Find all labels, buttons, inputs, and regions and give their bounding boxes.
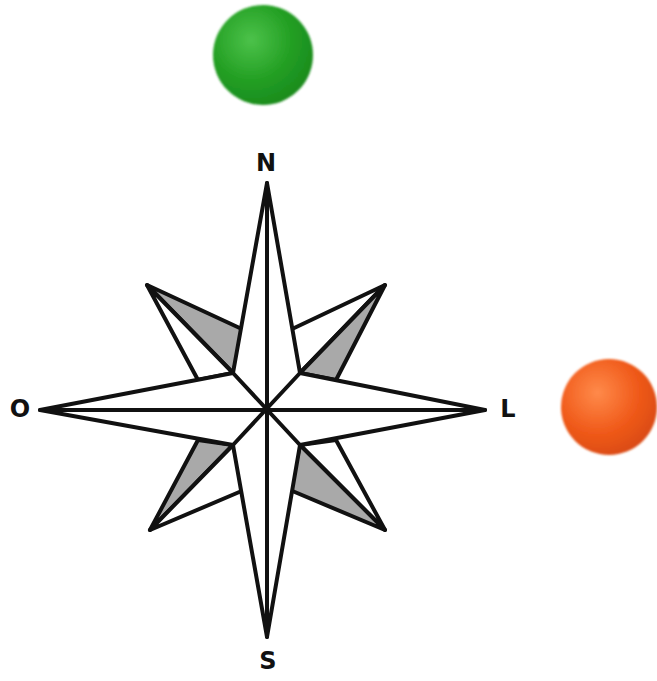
direction-label: N [256,151,276,175]
direction-label: S [259,649,276,673]
direction-label: L [500,397,515,421]
compass-star [40,183,485,637]
orange-sphere [561,359,657,455]
direction-label: O [10,397,30,421]
green-sphere [213,5,313,105]
